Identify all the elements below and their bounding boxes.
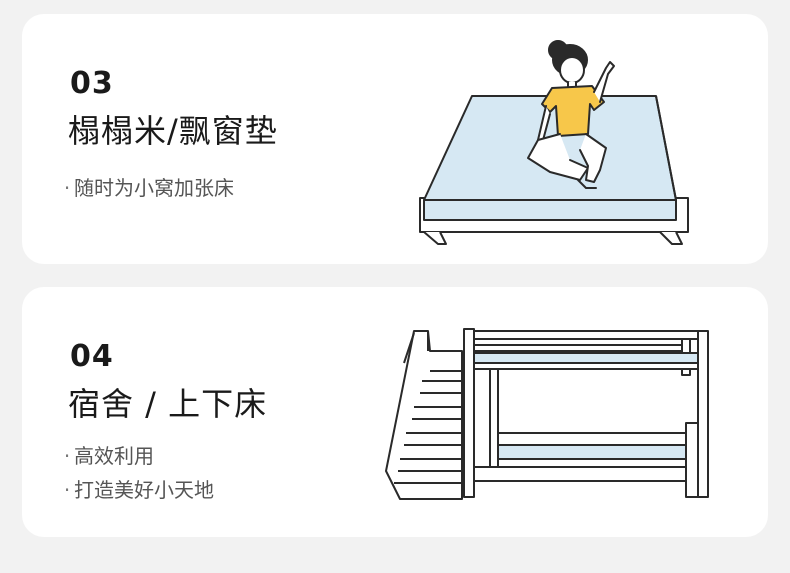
bullet-item: ·打造美好小天地 bbox=[60, 474, 214, 503]
card-title: 宿舍 / 上下床 bbox=[68, 385, 268, 423]
card-number: 03 bbox=[70, 66, 114, 101]
bullet-dot-icon: · bbox=[63, 176, 71, 200]
bullet-item: ·高效利用 bbox=[60, 440, 154, 469]
feature-card-bunk: 04 宿舍 / 上下床 ·高效利用 ·打造美好小天地 bbox=[22, 287, 768, 537]
feature-card-tatami: 03 榻榻米/飘窗垫 ·随时为小窝加张床 bbox=[22, 14, 768, 264]
bunk-bed-stairs-icon bbox=[385, 328, 709, 500]
bullet-item: ·随时为小窝加张床 bbox=[60, 172, 234, 201]
bullet-dot-icon: · bbox=[63, 444, 71, 468]
tatami-bed-girl-icon bbox=[419, 40, 689, 245]
bullet-dot-icon: · bbox=[63, 478, 71, 502]
card-number: 04 bbox=[70, 339, 114, 374]
card-title: 榻榻米/飘窗垫 bbox=[68, 112, 278, 150]
